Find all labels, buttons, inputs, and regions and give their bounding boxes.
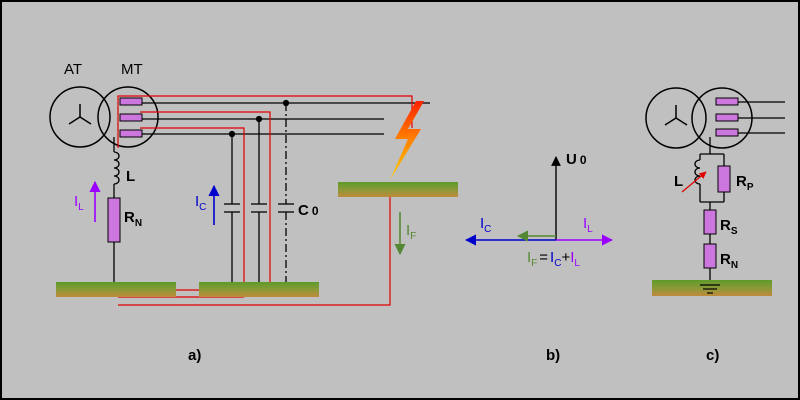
ground-strip-1: [56, 282, 176, 297]
phase-lines-c: [738, 101, 785, 134]
resistor-label-rn-c: RN: [720, 251, 738, 271]
resistor-label-rp: RP: [736, 173, 754, 193]
resistor-rn-c: [703, 243, 717, 269]
ground-strip-3: [338, 182, 458, 197]
current-label-if: IF: [406, 222, 416, 242]
star-symbol: [664, 105, 688, 126]
inductor-label-c: L: [674, 173, 683, 190]
current-label-il: IL: [74, 193, 84, 213]
label-mt: MT: [121, 61, 143, 78]
panel-label-a: a): [188, 347, 201, 364]
resistor-label-rn: RN: [124, 209, 142, 229]
inductor-l: [113, 151, 120, 185]
resistor-rp: [717, 165, 731, 193]
capacitor-1: [224, 130, 240, 282]
ground-strip-c: [652, 280, 772, 296]
winding-3: [119, 129, 143, 138]
inductor-label-a: L: [126, 168, 135, 185]
ground-strip-2: [199, 282, 319, 297]
resistor-label-rs: RS: [720, 217, 738, 237]
capacitor-3: [278, 99, 294, 282]
resistor-rn: [107, 197, 121, 243]
panel-label-c: c): [706, 347, 719, 364]
panel-label-b: b): [546, 347, 560, 364]
fault-current-loop: [117, 95, 413, 306]
earth-symbol-c: [700, 284, 720, 294]
winding-2: [119, 113, 143, 122]
phasor-label-ic: IC: [480, 215, 491, 235]
fault-lightning-icon: [390, 101, 424, 180]
winding-1: [119, 97, 143, 106]
star-symbol: [68, 104, 92, 125]
current-equation: IF=IC+IL: [527, 249, 580, 269]
phasor-label-il: IL: [583, 215, 593, 235]
transformer-c: [645, 87, 753, 149]
variable-inductor-arrow: [681, 171, 707, 193]
resistor-rs: [703, 209, 717, 235]
panel-a: AT MT: [49, 61, 458, 364]
capacitor-2: [251, 115, 267, 282]
label-at: AT: [64, 61, 82, 78]
parallel-lp-branch: [694, 153, 725, 203]
panel-c: L RP RS RN c): [645, 87, 785, 364]
current-label-ic: IC: [195, 193, 206, 213]
